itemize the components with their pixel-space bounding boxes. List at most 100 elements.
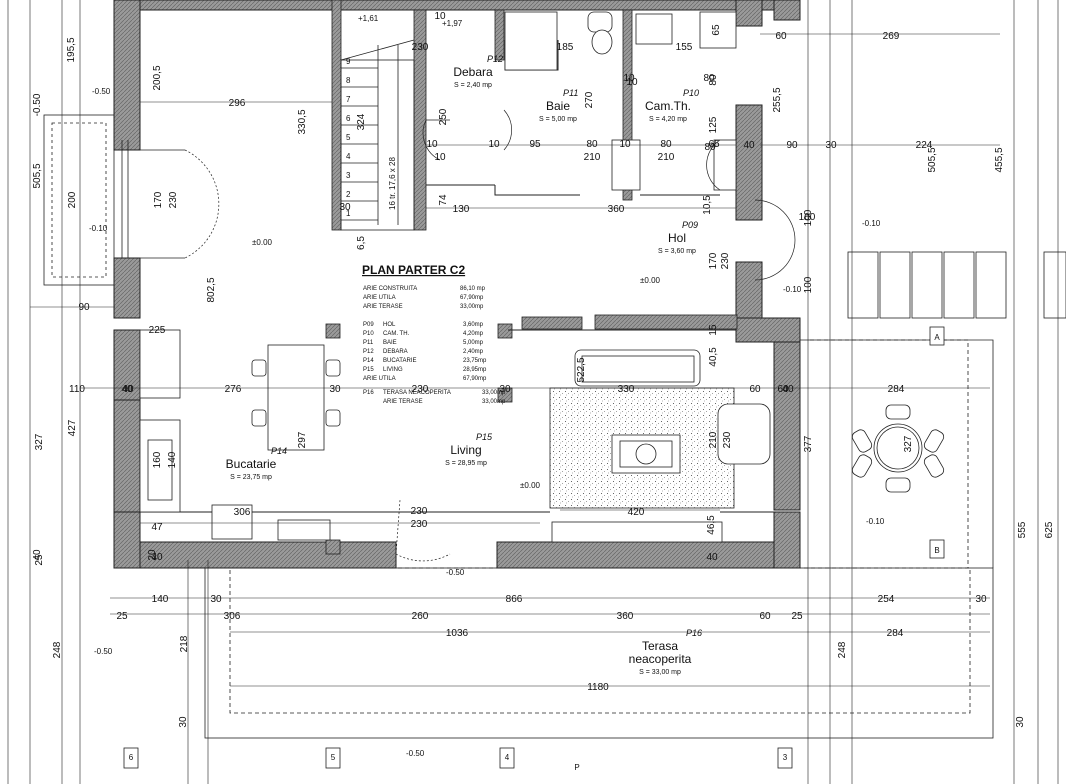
dimension-value-v: 40,5 <box>708 347 719 367</box>
dimension-value-v: 15 <box>708 324 719 336</box>
bench-row <box>847 251 1066 319</box>
stair-step-number: 1 <box>346 209 351 218</box>
dimension-value-h: 110 <box>69 384 85 395</box>
room-code: P14 <box>271 446 287 456</box>
dimension-value-v: 195,5 <box>66 37 77 62</box>
terrace-row-value: 33,00mp <box>482 399 506 405</box>
table-room-value: 4,20mp <box>463 331 484 337</box>
level-mark: -0.50 <box>94 647 113 656</box>
dimension-value-v: 505,5 <box>32 163 43 188</box>
room-name: Hol <box>668 231 686 245</box>
stair-step-number: 6 <box>346 114 351 123</box>
summary-value: 86,10 mp <box>460 286 486 292</box>
dimension-value-v: 160 <box>152 451 163 468</box>
furniture <box>139 11 771 543</box>
dimension-value-h: 30 <box>499 384 511 395</box>
room-area: S = 3,60 mp <box>658 248 696 255</box>
dimension-value-v: 20 <box>147 549 158 561</box>
dimension-value-h: 95 <box>529 139 541 150</box>
level-mark: +1,97 <box>442 19 463 28</box>
stair-step-number: 2 <box>346 190 351 199</box>
dimension-value-v: 200,5 <box>152 65 163 90</box>
dimension-value-h: 330 <box>618 384 635 395</box>
dimension-value-v: 100 <box>803 209 814 226</box>
dimension-value-h: 360 <box>608 204 625 215</box>
dimension-value-h: 100 <box>799 212 816 223</box>
dimension-value-v: 25 <box>34 554 45 566</box>
room-code: P12 <box>487 54 503 64</box>
dimension-value-h: 225 <box>149 325 166 336</box>
dimension-value-v: 248 <box>837 641 848 658</box>
summary-label: ARIE TERASE <box>363 304 403 310</box>
dimension-value-h: 80 <box>703 73 715 84</box>
dimension-value-v: 218 <box>179 635 190 652</box>
dimension-value-h: 10 <box>426 139 438 150</box>
dimension-value-v: 250 <box>438 108 449 125</box>
dimension-value-v: 140 <box>167 451 178 468</box>
section-mark-label: P <box>574 763 579 772</box>
dimension-value-v: 200 <box>67 191 78 208</box>
dimension-value-h: 230 <box>412 384 429 395</box>
stair-step-number: 9 <box>346 57 351 66</box>
level-mark: -0.50 <box>92 87 111 96</box>
room-name: Living <box>450 443 481 457</box>
level-mark: -0.50 <box>446 568 465 577</box>
stair-step-number: 4 <box>346 152 351 161</box>
dimension-value-v: 40 <box>32 549 43 561</box>
level-mark: +1,61 <box>358 14 379 23</box>
dimension-value-h: 130 <box>453 204 470 215</box>
dimension-value-h: 60 <box>759 611 771 622</box>
dimension-value-h: 10 <box>626 77 638 88</box>
table-room-code: P15 <box>363 367 374 373</box>
terrace-row-code: P16 <box>363 390 374 396</box>
dimension-value-h: 80 <box>660 139 672 150</box>
dimension-value-v: -0.50 <box>32 93 43 116</box>
dimension-value-h: 10 <box>623 73 635 84</box>
table-room-value: 3,60mp <box>463 322 484 328</box>
dimension-value-h: 47 <box>151 522 163 533</box>
dimension-value-h: 60 <box>775 31 787 42</box>
summary-value: 33,00mp <box>460 304 484 310</box>
summary-value: 67,90mp <box>460 295 484 301</box>
stair-step-number: 3 <box>346 171 351 180</box>
dimension-value-h: 10 <box>434 152 446 163</box>
dimension-value-v: 80 <box>708 74 719 86</box>
dimension-value-v: 327 <box>903 435 914 452</box>
dimension-value-h: 210 <box>584 152 601 163</box>
dimension-value-h: 30 <box>825 140 837 151</box>
room-area: S = 4,20 mp <box>649 116 687 123</box>
section-mark-label: B <box>934 546 939 555</box>
room-code: P11 <box>563 88 578 98</box>
table-room-value: 5,00mp <box>463 340 484 346</box>
table-room-value: 28,95mp <box>463 367 487 373</box>
table-room-code: P09 <box>363 322 374 328</box>
dimension-value-v: 377 <box>803 435 814 452</box>
dimension-value-v: 327 <box>34 433 45 450</box>
dimension-value-h: 230 <box>411 519 428 530</box>
dimension-value-v: 270 <box>584 91 595 108</box>
room-name: Terasa <box>642 639 678 653</box>
level-mark: -0.10 <box>783 285 802 294</box>
table-room-code: P12 <box>363 349 374 355</box>
dimension-value-h: 284 <box>888 384 905 395</box>
table-room-code: P11 <box>363 340 374 346</box>
table-room-name: LIVING <box>383 367 403 373</box>
summary-label: ARIE UTILA <box>363 295 396 301</box>
terrace-row-name: TERASA NEACOPERITA <box>383 390 451 396</box>
room-area: S = 28,95 mp <box>445 460 487 467</box>
dimension-value-v: 330,5 <box>297 109 308 134</box>
dimension-value-h: 10 <box>488 139 500 150</box>
room-name: Baie <box>546 99 570 113</box>
dimension-value-h: 60 <box>749 384 761 395</box>
summary-label: ARIE CONSTRUITA <box>363 286 417 292</box>
table-room-code: P14 <box>363 358 374 364</box>
level-mark: ±0.00 <box>640 276 661 285</box>
dimension-value-h: 30 <box>329 384 341 395</box>
dimension-value-h: 60 <box>777 384 789 395</box>
terrace-outline <box>204 339 994 739</box>
table-room-name: DEBARA <box>383 349 408 355</box>
room-name: Debara <box>453 65 493 79</box>
partitions <box>140 40 774 513</box>
dimension-value-h: 284 <box>887 628 904 639</box>
